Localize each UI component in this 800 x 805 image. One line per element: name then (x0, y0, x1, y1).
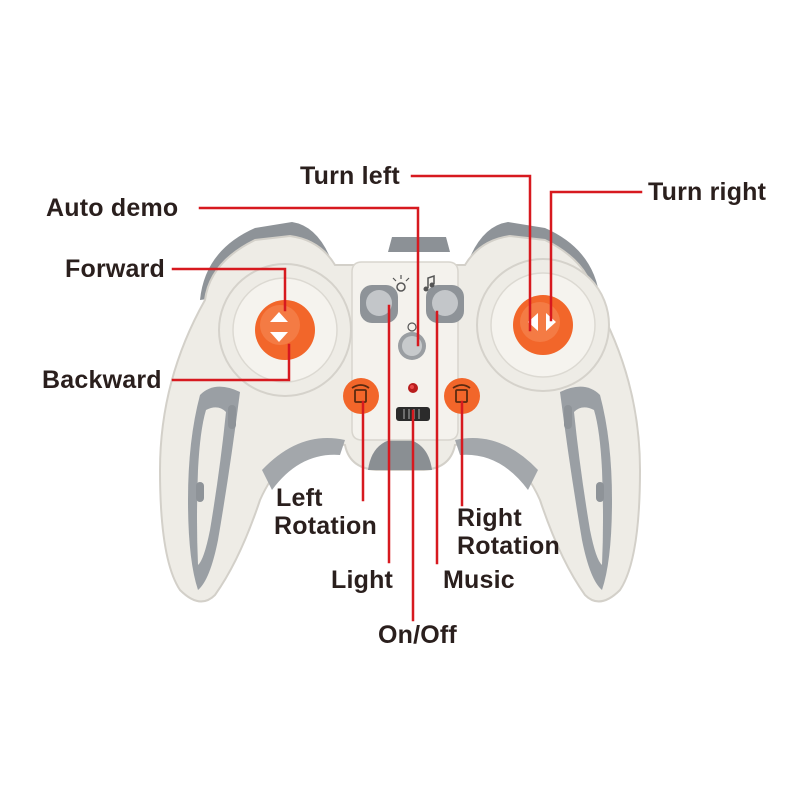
leader-forward (171, 267, 287, 312)
leader-backward (171, 343, 291, 382)
auto-demo-icon (407, 322, 417, 332)
left-joystick[interactable] (218, 263, 352, 397)
label-right-rotation-line1: Right (457, 504, 522, 532)
light-button[interactable] (360, 285, 398, 323)
right-joystick[interactable] (476, 258, 610, 392)
leader-lines (171, 174, 643, 622)
left-rotation-button[interactable] (343, 378, 379, 414)
label-left-rotation-line2: Rotation (274, 512, 377, 540)
label-turn-right: Turn right (648, 178, 767, 206)
power-led (408, 383, 418, 393)
music-button[interactable] (426, 285, 464, 323)
label-backward: Backward (42, 366, 162, 394)
right-rotation-button[interactable] (444, 378, 480, 414)
label-auto-demo: Auto demo (46, 194, 179, 222)
leader-turn-left (410, 174, 532, 332)
label-music: Music (443, 566, 515, 594)
label-turn-left: Turn left (300, 162, 400, 190)
auto-demo-button[interactable] (398, 332, 426, 360)
label-right-rotation-line2: Rotation (457, 532, 560, 560)
up-down-arrows-icon (270, 312, 288, 342)
label-light: Light (331, 566, 394, 594)
left-right-arrows-icon (528, 313, 556, 331)
label-forward: Forward (65, 255, 166, 283)
leader-turn-right (549, 190, 643, 322)
light-bulb-icon (392, 275, 410, 292)
music-note-icon (423, 274, 435, 292)
label-left-rotation-line1: Left (276, 484, 323, 512)
label-left-rotation: Left Rotation (274, 484, 377, 540)
rotate-left-icon (351, 384, 370, 403)
leader-auto-demo (198, 206, 420, 347)
label-right-rotation: Right Rotation (457, 504, 560, 560)
label-on-off: On/Off (378, 621, 457, 649)
